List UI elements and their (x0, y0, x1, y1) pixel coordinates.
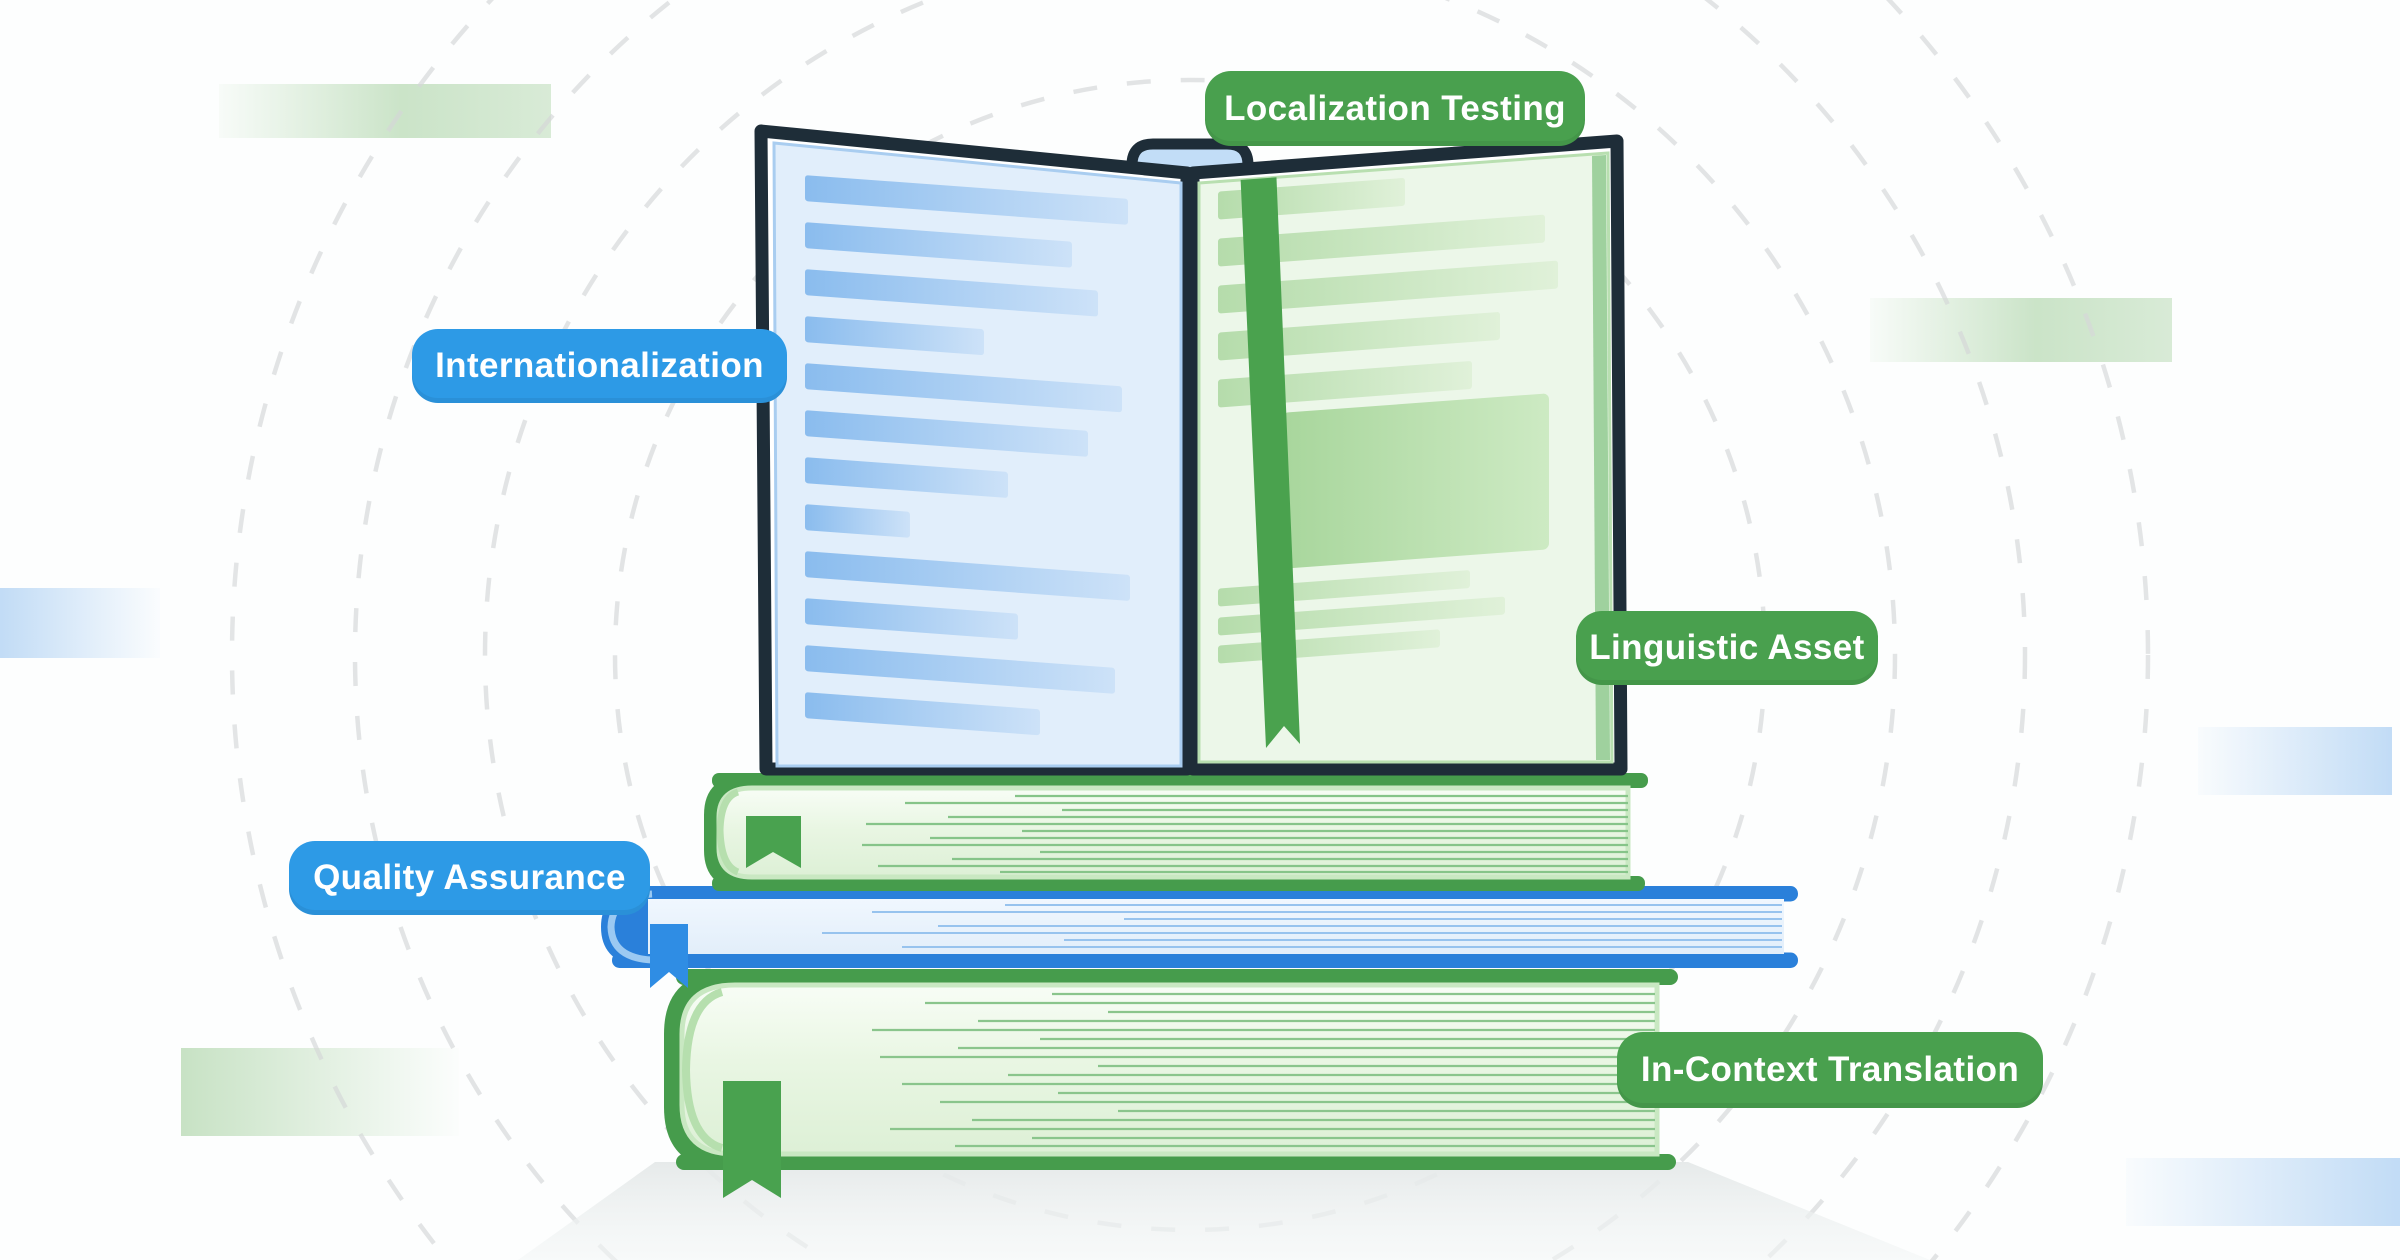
background-accent-bar (181, 1048, 459, 1136)
dashed-circle (230, 0, 2150, 1260)
book-top-green (704, 773, 1648, 891)
left-page-text (805, 175, 1130, 736)
right-page-text (1218, 166, 1558, 748)
page-lines (872, 992, 1655, 1148)
background-accent-bars (0, 84, 2400, 1226)
dashed-circle (482, 0, 1898, 1260)
bookmark-icon (723, 1081, 781, 1198)
stack-shadow (518, 1162, 1930, 1260)
label-localization-testing: Localization Testing (1205, 71, 1585, 146)
background-accent-bar (2126, 1158, 2400, 1226)
label-quality-assurance: Quality Assurance (289, 841, 650, 915)
background-accent-bar (1870, 298, 2172, 362)
page-lines (862, 794, 1628, 874)
open-book (754, 124, 1628, 776)
book-bottom-green (664, 969, 1678, 1198)
background-accent-bar (2198, 727, 2392, 795)
label-internationalization: Internationalization (412, 329, 787, 403)
bookmark-icon (650, 924, 688, 988)
label-linguistic-asset: Linguistic Asset (1576, 611, 1878, 685)
page-lines (822, 904, 1782, 948)
label-in-context-translation: In-Context Translation (1617, 1032, 2043, 1108)
page-image-block (1282, 393, 1549, 569)
ribbon-bookmark-icon (1240, 166, 1300, 748)
bookmark-icon (746, 816, 801, 868)
background-accent-bar (0, 588, 160, 658)
right-page-fore-edge (1592, 155, 1610, 760)
dashed-circle (353, 0, 2027, 1260)
background-accent-bar (219, 84, 551, 138)
